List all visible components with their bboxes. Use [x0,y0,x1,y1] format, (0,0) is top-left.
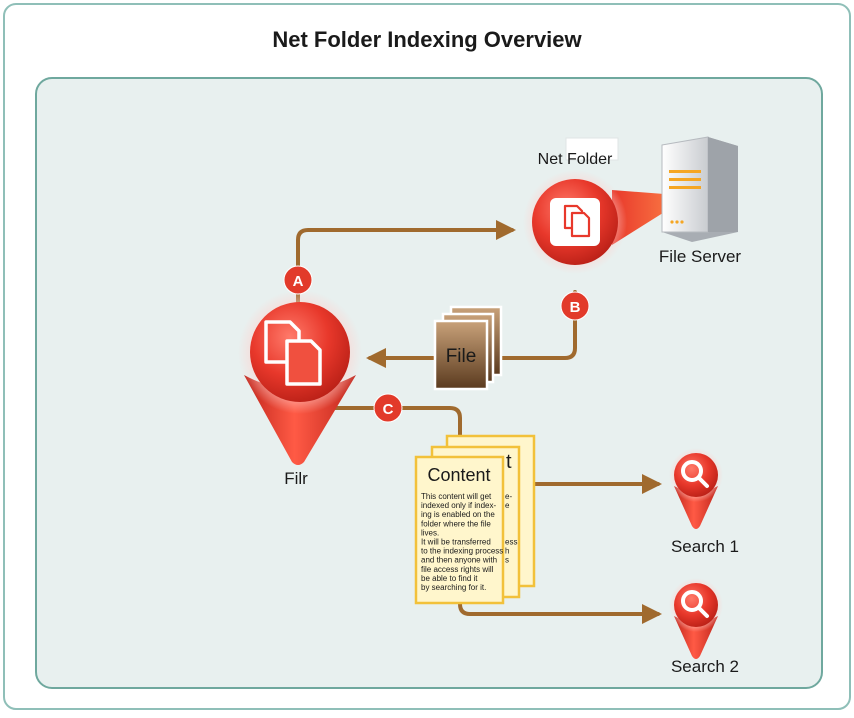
documents-icon [264,320,322,386]
step-badge-a-label: A [293,273,304,290]
content-card-line: indexed only if index- [421,501,496,510]
net-folder-node: Net Folder [523,137,627,274]
content-card-front [414,455,505,605]
content-card-line: be able to find it [421,574,478,583]
content-card-line: and then anyone with [421,556,497,565]
documents-icon [563,204,591,238]
magnifier-icon [681,590,709,618]
content-card-back-fragment: ess [505,538,517,547]
content-card-back-fragment: e [505,501,510,510]
connector-a [296,220,516,320]
filr-label: Filr [284,469,308,488]
search2-label: Search 2 [671,657,739,676]
content-card-back-fragment: s [505,556,509,565]
content-card-back-title: t [506,451,512,473]
search1-label: Search 1 [671,537,739,556]
search1-node: Search 1 [669,448,739,556]
search2-node: Search 2 [669,578,739,676]
content-card-line: file access rights will [421,565,494,574]
content-card-line: by searching for it. [421,583,486,592]
filr-node: Filr [238,290,362,488]
content-card-line: This content will get [421,492,492,501]
step-badge-c: C [373,393,403,423]
step-badge-b-label: B [570,299,581,316]
content-card-line: to the indexing process [421,547,503,556]
search1-ball [674,453,718,497]
step-badge-b: B [560,291,590,321]
step-badge-c-label: C [383,401,394,418]
diagram-title: Net Folder Indexing Overview [272,27,582,52]
content-card-title: Content [427,465,490,485]
step-badge-a: A [283,265,313,295]
content-card-back-fragment: e- [505,492,512,501]
net-folder-tab [565,137,619,161]
content-card-line: folder where the file [421,519,491,528]
magnifier-icon [681,460,709,488]
connector-c [318,406,462,442]
file-server-label: File Server [659,247,742,266]
content-card-line: It will be transferred [421,538,491,547]
server-icon [661,136,738,242]
content-card-line: ing is enabled on the [421,510,495,519]
file-server-node: File Server [612,136,742,266]
search2-ball [674,583,718,627]
content-card-line: lives. [421,528,439,537]
connector-b-upper [493,290,577,360]
file-label: File [446,346,477,367]
file-stack-icon: File [433,305,503,391]
net-folder-label: Net Folder [538,151,613,168]
content-card-back-fragment: h [505,547,509,556]
